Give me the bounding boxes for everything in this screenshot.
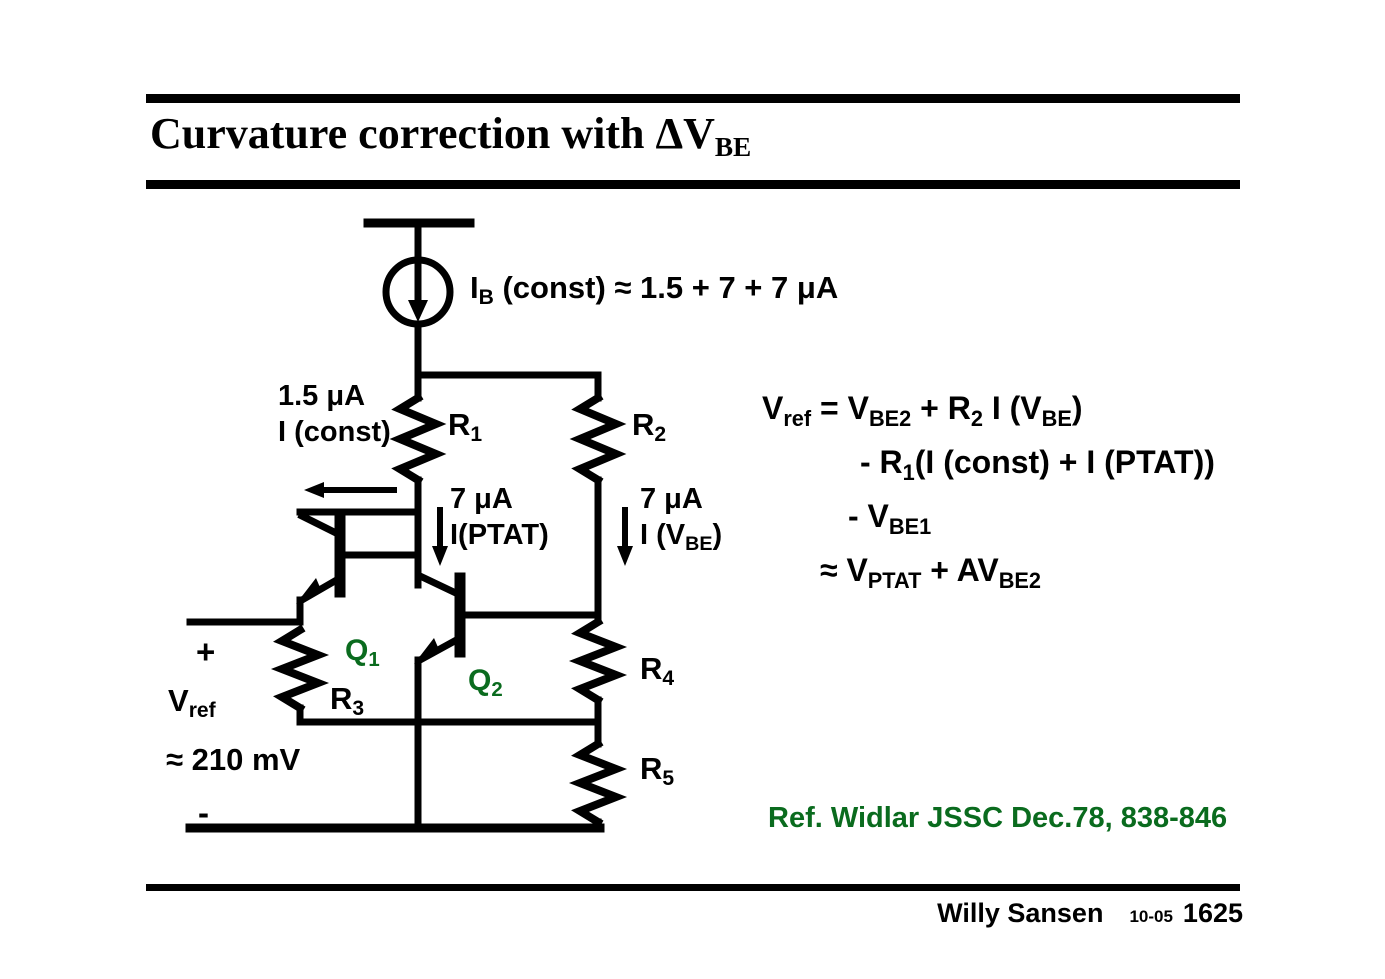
eq-2-part-0: - R — [860, 444, 903, 480]
q2-emitter-arrow — [414, 638, 440, 664]
current-source-symbol — [382, 256, 454, 328]
title-rule-bottom — [146, 180, 1240, 189]
i-const-name: I (const) — [278, 416, 391, 449]
reference-citation: Ref. Widlar JSSC Dec.78, 838-846 — [768, 802, 1228, 834]
resistor-r4-label: R4 — [640, 651, 674, 690]
page-title-text: Curvature correction with — [150, 109, 656, 158]
eq-1-part-8: ) — [1071, 390, 1083, 426]
q1-emitter-arrow — [296, 578, 322, 604]
ivbe-name-head: I (V — [640, 519, 686, 552]
current-source-label: IB (const) ≈ 1.5 + 7 + 7 μA — [470, 270, 839, 309]
eq-1-part-7: BE — [1041, 405, 1072, 431]
q1-subscript: 1 — [368, 649, 380, 672]
eq-3-part-0: - V — [848, 498, 889, 534]
equation-block: Vref = VBE2 + R2 I (VBE) - R1(I (const) … — [762, 392, 1322, 608]
eq-1-part-2: = V — [811, 390, 869, 426]
eq-1-part-3: BE2 — [868, 405, 912, 431]
ivbe-name-tail: ) — [712, 519, 723, 552]
q1-emitter-lead — [297, 573, 345, 605]
q2-subscript: 2 — [491, 679, 503, 702]
equation-line-3: - VBE1 — [848, 498, 1322, 537]
vref-plus-sign: + — [196, 633, 216, 670]
footer-author: Willy Sansen — [937, 898, 1104, 928]
eq-1-part-1: ref — [783, 405, 812, 431]
r1-subscript: 1 — [470, 423, 483, 447]
q1-symbol: Q — [345, 634, 369, 667]
vref-label: Vref — [168, 683, 216, 722]
resistor-r3-label: R3 — [330, 681, 364, 720]
vref-subscript: ref — [188, 699, 216, 723]
resistor-r2 — [569, 392, 627, 486]
eq-3-part-1: BE1 — [888, 513, 932, 539]
resistor-r1 — [389, 392, 447, 486]
slide-footer: Willy Sansen 10-05 1625 — [0, 898, 1243, 929]
ib-symbol: I — [470, 270, 479, 305]
eq-1-part-5: 2 — [970, 405, 983, 431]
arrow-i-const-head — [304, 482, 324, 498]
eq-4-part-2: + AV — [921, 552, 999, 588]
vref-value: ≈ 210 mV — [166, 742, 301, 777]
page-title-delta-v: ΔV — [655, 109, 715, 158]
eq-1-part-0: V — [762, 390, 784, 426]
resistor-r3 — [270, 624, 330, 714]
arrow-ivbe-head — [617, 546, 633, 566]
r3-symbol: R — [330, 681, 353, 716]
vref-minus-sign: - — [198, 794, 209, 831]
footer-rule — [146, 884, 1240, 891]
resistor-r5 — [568, 738, 628, 828]
q2-emitter-lead — [415, 633, 465, 665]
vref-symbol: V — [168, 683, 189, 718]
ivbe-current-value: 7 μA — [640, 483, 703, 515]
ib-subscript: B — [478, 286, 494, 310]
resistor-r2-label: R2 — [632, 407, 666, 446]
resistor-r4 — [568, 616, 628, 706]
r2-subscript: 2 — [654, 423, 667, 447]
i-const-label: 1.5 μA I (const) — [278, 381, 391, 448]
resistor-r5-label: R5 — [640, 751, 674, 790]
r3-subscript: 3 — [352, 697, 365, 721]
r5-symbol: R — [640, 751, 663, 786]
r2-symbol: R — [632, 407, 655, 442]
footer-slide-number: 1625 — [1182, 898, 1243, 928]
r4-symbol: R — [640, 651, 663, 686]
q2-collector-lead — [415, 571, 465, 600]
ivbe-name: I (VBE) — [640, 519, 723, 554]
current-source-arrow-head — [408, 300, 428, 322]
page-title: Curvature correction with ΔVBE — [150, 108, 752, 162]
ivbe-label: 7 μA I (VBE) — [640, 483, 723, 555]
iptat-current-value: 7 μA — [450, 483, 513, 515]
i-const-current-value: 1.5 μA — [278, 380, 366, 412]
iptat-label: 7 μA I(PTAT) — [450, 484, 549, 551]
q2-symbol: Q — [468, 664, 492, 697]
page-title-subscript: BE — [714, 131, 752, 162]
eq-1-part-6: I (V — [982, 390, 1042, 426]
arrow-iptat-head — [432, 546, 448, 566]
equation-line-2: - R1(I (const) + I (PTAT)) — [860, 444, 1322, 483]
r4-subscript: 4 — [662, 667, 675, 691]
eq-4-part-3: BE2 — [998, 567, 1042, 593]
title-rule-top — [146, 94, 1240, 103]
eq-4-part-1: PTAT — [867, 567, 922, 593]
eq-2-part-2: (I (const) + I (PTAT)) — [914, 444, 1215, 480]
eq-1-part-4: + R — [911, 390, 971, 426]
transistor-q1-label: Q1 — [345, 634, 380, 671]
eq-4-part-0: ≈ V — [820, 552, 868, 588]
equation-line-1: Vref = VBE2 + R2 I (VBE) — [762, 390, 1322, 429]
footer-date: 10-05 — [1129, 907, 1173, 926]
ib-value: (const) ≈ 1.5 + 7 + 7 μA — [493, 270, 839, 305]
r1-symbol: R — [448, 407, 471, 442]
resistor-r1-label: R1 — [448, 407, 482, 446]
q1-collector-lead — [297, 511, 345, 540]
iptat-name: I(PTAT) — [450, 519, 549, 552]
r5-subscript: 5 — [662, 767, 675, 791]
transistor-q2-label: Q2 — [468, 664, 503, 701]
ivbe-name-subscript: BE — [685, 533, 713, 556]
equation-line-4: ≈ VPTAT + AVBE2 — [820, 552, 1322, 591]
eq-2-part-1: 1 — [902, 459, 915, 485]
